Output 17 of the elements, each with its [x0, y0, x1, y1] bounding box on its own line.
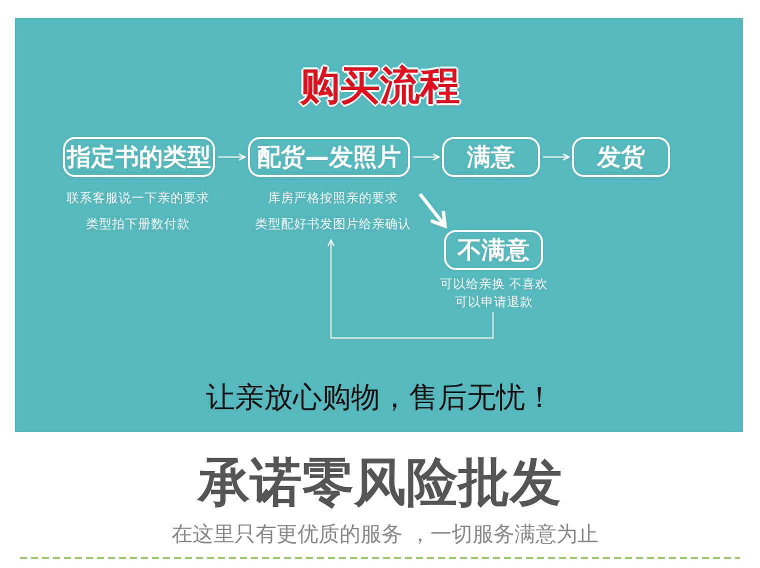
headline-text: 承诺零风险批发 — [196, 452, 563, 515]
arrow — [413, 153, 440, 161]
process-box: 指定书的类型 — [63, 137, 215, 177]
caption-text: 可以给亲换 不喜欢可以申请退款 — [439, 275, 549, 311]
process-box: 不满意 — [444, 230, 543, 270]
arrow — [418, 192, 447, 228]
arrow — [218, 153, 246, 161]
arrow — [543, 153, 570, 161]
process-box: 发货 — [572, 137, 670, 177]
caption-text: 联系客服说一下亲的要求类型拍下册数付款 — [66, 189, 210, 233]
title: 购买流程 — [298, 62, 461, 111]
slogan-text: 让亲放心购物，售后无忧！ — [205, 379, 555, 416]
subtitle-text: 在这里只有更优质的服务 ，一切服务满意为止 — [170, 521, 600, 548]
process-box: 配货—发照片 — [248, 137, 410, 177]
arrow — [327, 239, 494, 339]
process-box: 满意 — [442, 137, 540, 177]
caption-text: 库房严格按照亲的要求类型配好书发图片给亲确认 — [254, 189, 412, 233]
